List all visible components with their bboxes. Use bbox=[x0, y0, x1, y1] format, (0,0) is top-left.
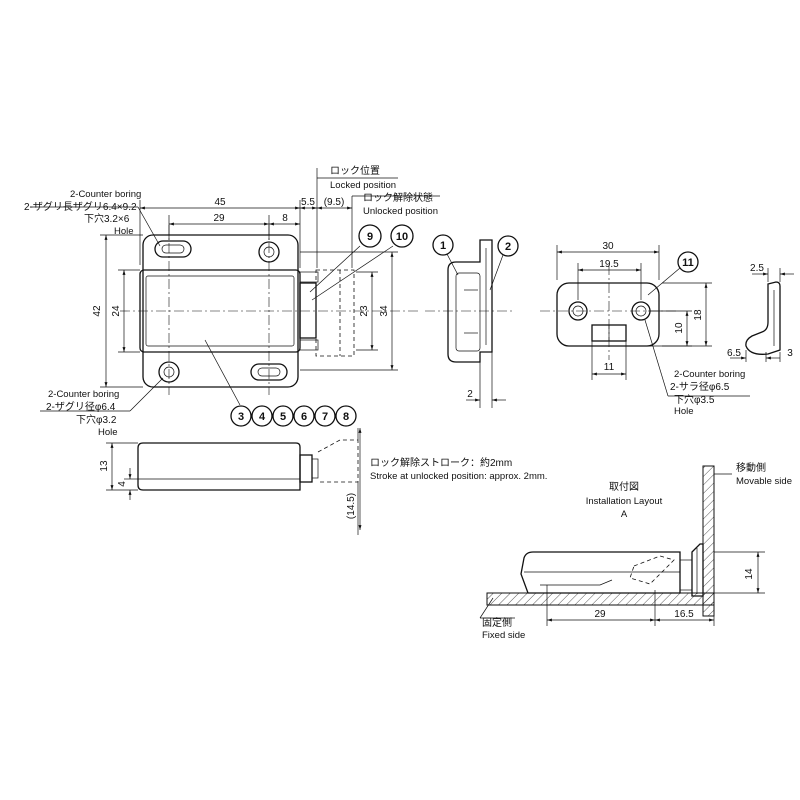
svg-text:5: 5 bbox=[280, 411, 286, 423]
dim-42: 42 bbox=[92, 305, 103, 317]
slot-hole-jp: 下穴3.2×6 bbox=[84, 212, 130, 225]
round-counter-jp: 2-ザグリ径φ6.4 bbox=[46, 400, 116, 413]
stroke-jp: ロック解除ストローク：約2mm bbox=[370, 456, 512, 469]
movable-jp: 移動側 bbox=[736, 461, 766, 474]
svg-text:9: 9 bbox=[367, 231, 373, 243]
installation-jp: 取付図 bbox=[609, 480, 639, 493]
dim-24: 24 bbox=[111, 305, 122, 317]
fixed-jp: 固定側 bbox=[482, 616, 512, 629]
dim-4: 4 bbox=[117, 481, 128, 487]
dim-10: 10 bbox=[674, 322, 685, 334]
svg-text:7: 7 bbox=[322, 411, 328, 423]
fixed-plate bbox=[486, 592, 715, 606]
slot-top-left bbox=[154, 240, 192, 258]
dim-29: 29 bbox=[213, 213, 225, 224]
callout-round: 2-Counter boring 2-ザグリ径φ6.4 下穴φ3.2 Hole bbox=[40, 377, 164, 438]
striker-plate: 30 19.5 18 10 11 11 2-Counter boring 2-サ… bbox=[540, 241, 750, 417]
plunger-unlocked bbox=[315, 269, 355, 357]
installation-layout: 取付図 Installation Layout A 移動側 Movable si… bbox=[479, 461, 792, 641]
stroke-en: Stroke at unlocked position: approx. 2mm… bbox=[370, 471, 547, 482]
dim-30: 30 bbox=[602, 241, 614, 252]
movable-en: Movable side bbox=[736, 476, 792, 487]
sink-counter-jp: 2-サラ径φ6.5 bbox=[670, 380, 730, 393]
front-view bbox=[120, 225, 420, 395]
sink-counter-en: 2-Counter boring bbox=[674, 369, 745, 380]
dim-18: 18 bbox=[693, 309, 704, 321]
slot-counter-jp: 2-ザグリ長ザグリ6.4×9.2 bbox=[24, 200, 137, 213]
dim-13: 13 bbox=[99, 460, 110, 472]
sink-hole-jp: 下穴φ3.5 bbox=[674, 393, 715, 406]
locked-en: Locked position bbox=[330, 180, 396, 191]
dim-6-5: 6.5 bbox=[727, 348, 741, 359]
dim-29b: 29 bbox=[594, 609, 606, 620]
slot-top-left-inner bbox=[161, 244, 185, 254]
installation-view: A bbox=[621, 509, 628, 520]
bubble-10: 10 bbox=[311, 224, 414, 301]
svg-text:8: 8 bbox=[343, 411, 349, 423]
dim-14-5: (14.5) bbox=[346, 493, 357, 519]
slot-counter-en: 2-Counter boring bbox=[70, 189, 141, 200]
fixed-en: Fixed side bbox=[482, 630, 525, 641]
striker-side: 2.5 6.5 3 bbox=[727, 263, 794, 362]
round-hole-jp: 下穴φ3.2 bbox=[76, 413, 117, 426]
dim-19-5: 19.5 bbox=[599, 259, 619, 270]
dim-11: 11 bbox=[604, 362, 615, 373]
dim-9-5: (9.5) bbox=[324, 197, 345, 208]
dim-2-5: 2.5 bbox=[750, 263, 764, 274]
dim-45: 45 bbox=[214, 197, 226, 208]
dim-14: 14 bbox=[744, 568, 755, 580]
unlocked-jp: ロック解除状態 bbox=[363, 191, 433, 204]
slot-hole-en: Hole bbox=[114, 226, 134, 237]
dim-8: 8 bbox=[282, 213, 288, 224]
front-dimensions: 45 29 8 5.5 (9.5) ロック位置 Locked position … bbox=[92, 164, 440, 388]
side-view: 2 1 2 bbox=[425, 234, 519, 408]
bubbles-3-8: 3 4 5 6 7 8 bbox=[204, 339, 357, 427]
dim-3: 3 bbox=[787, 348, 793, 359]
dim-23: 23 bbox=[359, 305, 370, 317]
svg-text:6: 6 bbox=[301, 411, 307, 423]
dim-16-5: 16.5 bbox=[674, 609, 694, 620]
bubble-9: 9 bbox=[309, 224, 382, 293]
svg-text:2: 2 bbox=[505, 241, 511, 253]
dim-5-5: 5.5 bbox=[301, 197, 315, 208]
sink-hole-en: Hole bbox=[674, 406, 694, 417]
installation-en: Installation Layout bbox=[586, 496, 663, 507]
svg-text:10: 10 bbox=[396, 231, 408, 243]
unlocked-en: Unlocked position bbox=[363, 206, 438, 217]
dim-34: 34 bbox=[379, 305, 390, 317]
locked-jp: ロック位置 bbox=[330, 164, 380, 177]
callout-slot: 2-Counter boring 2-ザグリ長ザグリ6.4×9.2 下穴3.2×… bbox=[24, 189, 161, 247]
movable-plate bbox=[702, 465, 715, 617]
svg-text:11: 11 bbox=[682, 257, 694, 269]
svg-text:3: 3 bbox=[238, 411, 244, 423]
svg-text:1: 1 bbox=[440, 240, 446, 252]
bottom-view: 13 4 (14.5) ロック解除ストローク：約2mm Stroke at un… bbox=[99, 428, 547, 535]
svg-text:4: 4 bbox=[259, 411, 266, 423]
plunger bbox=[299, 282, 317, 339]
round-hole-en: Hole bbox=[98, 427, 118, 438]
round-counter-en: 2-Counter boring bbox=[48, 389, 119, 400]
dim-2: 2 bbox=[467, 389, 473, 400]
